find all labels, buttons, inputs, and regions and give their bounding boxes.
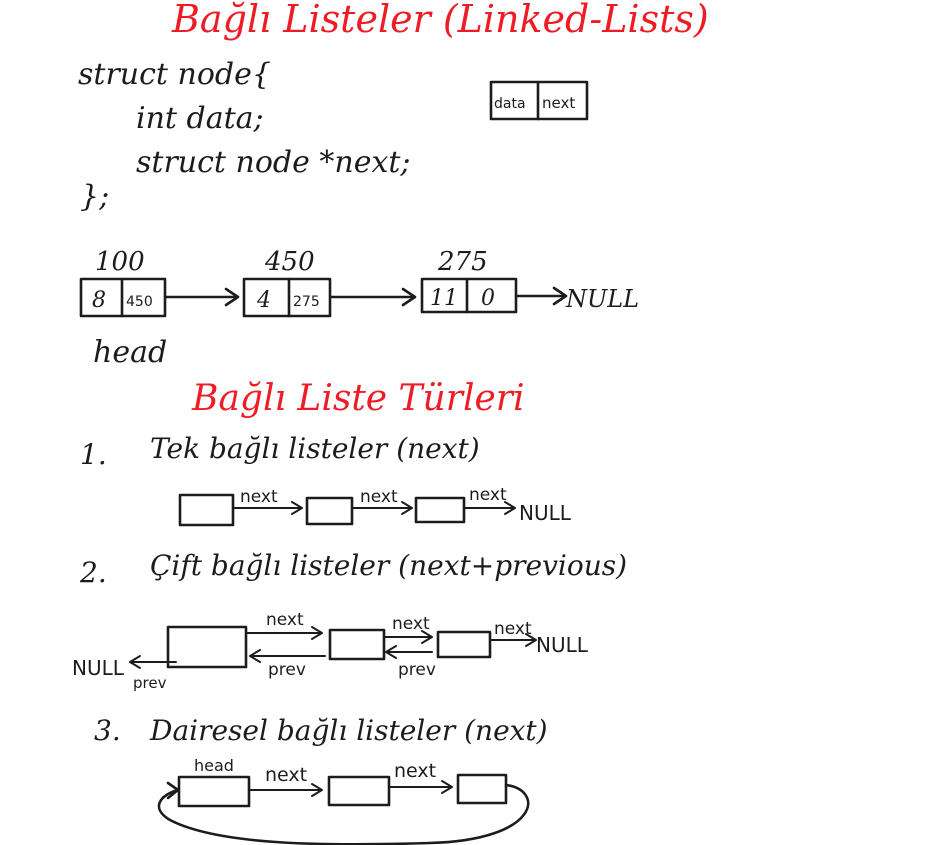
code-line-1: struct node{: [78, 57, 271, 92]
type-2-next-arrow-3: [490, 633, 537, 647]
type-3-node-1: [177, 775, 251, 808]
type-3-arrow-2: [389, 780, 453, 794]
node-sketch-next-label: next: [542, 94, 575, 112]
code-line-2: int data;: [136, 101, 264, 136]
type-3-node-2: [327, 775, 391, 807]
type-3-circular-linked: 3. Dairesel bağlı listeler (next) head n…: [94, 714, 548, 845]
null-terminator: NULL: [565, 285, 639, 313]
node-2-data: 4: [256, 288, 271, 313]
node-sketch-data-label: data: [494, 96, 526, 112]
type-3-loop-arrow: [157, 781, 530, 845]
type-2-number: 2.: [79, 556, 107, 589]
type-2-title: Çift bağlı listeler (next+previous): [150, 549, 627, 582]
type-2-node-2: [328, 628, 386, 661]
type-2-null-right: NULL: [536, 633, 589, 657]
type-1-arrow-3: [464, 501, 516, 515]
node-3-next: 0: [481, 286, 495, 311]
type-3-link-label-2: next: [394, 760, 436, 782]
node-1-next: 450: [126, 294, 153, 310]
type-2-prev-arrow-head: [129, 655, 177, 669]
type-1-node-1: [178, 493, 235, 527]
type-2-next-arrow-2: [384, 630, 433, 644]
type-2-node-3: [436, 630, 492, 659]
type-2-node-1: [166, 625, 248, 669]
type-1-link-label-1: next: [240, 487, 278, 507]
node-2-next: 275: [293, 294, 320, 310]
node-1-data: 8: [92, 288, 106, 313]
type-1-link-label-3: next: [469, 485, 507, 505]
type-1-singly-linked: 1. Tek bağlı listeler (next) next next n…: [80, 432, 572, 527]
type-1-node-3: [414, 496, 466, 524]
type-1-link-label-2: next: [360, 487, 398, 507]
example-linked-list: 100 8 450 450 4 275 275 11 0 NULL head: [79, 247, 639, 370]
type-2-next-label-2: next: [392, 614, 430, 634]
struct-code-block: struct node{ int data; struct node *next…: [78, 57, 411, 214]
code-line-4: };: [80, 179, 109, 214]
types-heading: Bağlı Liste Türleri: [191, 378, 525, 419]
type-1-arrow-2: [352, 501, 413, 515]
type-3-node-3: [456, 773, 508, 805]
type-1-null: NULL: [519, 501, 572, 525]
type-2-prev-label-2: prev: [398, 660, 436, 680]
page-title: Bağlı Listeler (Linked-Lists): [171, 0, 709, 41]
type-3-number: 3.: [94, 714, 121, 747]
type-1-title: Tek bağlı listeler (next): [150, 432, 480, 465]
node-3-address: 275: [437, 247, 488, 277]
node-1-address: 100: [95, 247, 145, 277]
node-3-data: 11: [430, 286, 458, 311]
arrow-3-null: [515, 286, 568, 306]
type-1-number: 1.: [80, 438, 107, 471]
type-3-head-label: head: [194, 756, 234, 775]
type-2-null-left: NULL: [72, 656, 125, 680]
node-2-address: 450: [264, 247, 315, 277]
type-2-prev-label-1: prev: [268, 660, 306, 680]
node-sketch: data next: [489, 80, 589, 121]
code-line-3: struct node *next;: [136, 145, 411, 180]
arrow-2-3: [329, 287, 417, 307]
type-2-next-label-3: next: [494, 619, 532, 639]
type-2-next-label-1: next: [266, 610, 304, 630]
type-1-arrow-1: [233, 501, 303, 515]
arrow-1-2: [164, 287, 240, 307]
type-1-node-2: [305, 496, 354, 526]
type-2-prev-arrow-2: [385, 645, 433, 659]
type-2-doubly-linked: 2. Çift bağlı listeler (next+previous) n…: [72, 549, 627, 692]
type-3-arrow-1: [249, 783, 323, 797]
type-3-title: Dairesel bağlı listeler (next): [149, 714, 548, 747]
type-2-prev-arrow-1: [249, 649, 326, 663]
type-3-link-label-1: next: [265, 764, 307, 786]
type-2-next-arrow-1: [246, 626, 323, 640]
head-label: head: [93, 335, 167, 370]
type-2-prev-label-3: prev: [133, 674, 167, 692]
